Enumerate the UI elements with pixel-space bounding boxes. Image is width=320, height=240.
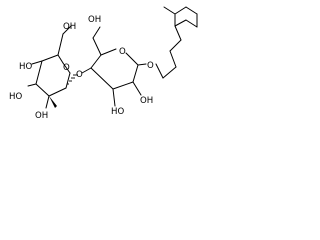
bond — [90, 54, 102, 69]
label-oh-top-left: OH — [63, 22, 76, 32]
label-ring-o-left: O — [63, 63, 70, 73]
bond — [169, 50, 177, 68]
label-anomeric-o: O — [147, 61, 154, 71]
molecule-diagram: OH HO HO OH O O OH O O OH HO — [9, 6, 198, 121]
right-sugar-ring — [90, 26, 147, 107]
bond — [90, 67, 114, 90]
left-sugar-ring — [27, 25, 78, 109]
label-ho-bottom-middle: HO — [111, 107, 124, 117]
bond — [65, 72, 71, 89]
wedge-bond — [49, 96, 57, 108]
bond — [132, 81, 142, 96]
bond — [169, 39, 182, 52]
label-ho-left: HO — [19, 62, 32, 72]
bond — [174, 6, 187, 15]
bond — [100, 48, 117, 56]
bond — [92, 37, 102, 56]
label-ring-o-right: O — [119, 47, 126, 57]
label-oh-top-middle: OH — [88, 15, 101, 25]
bond — [81, 67, 92, 74]
bond — [155, 63, 164, 79]
label-ho-bottom-left: HO — [9, 92, 22, 102]
bond — [132, 64, 139, 83]
bond — [27, 83, 37, 87]
bond — [162, 66, 177, 79]
bond — [31, 60, 43, 65]
bond — [62, 25, 72, 35]
bond — [185, 19, 198, 28]
bond — [57, 54, 64, 64]
bond — [185, 6, 198, 15]
bond — [35, 60, 43, 85]
bond — [112, 88, 116, 107]
bond — [45, 95, 50, 109]
bond — [62, 62, 71, 74]
bond — [163, 6, 176, 15]
alkyl-chain — [155, 25, 182, 79]
bond — [112, 81, 134, 90]
bond — [35, 83, 50, 97]
bond — [41, 54, 59, 62]
label-oh-bottom-left: OH — [35, 111, 48, 121]
bond — [174, 25, 182, 41]
hashed-bond — [67, 74, 78, 85]
cyclohexyl-ring — [163, 6, 198, 28]
bond — [137, 63, 147, 66]
bond — [125, 52, 139, 66]
atom-labels: OH HO HO OH O O OH O O OH HO — [9, 15, 154, 121]
label-glycosidic-o: O — [76, 70, 83, 80]
label-oh-right: OH — [140, 96, 153, 106]
bond — [174, 19, 187, 27]
bond — [48, 87, 67, 97]
bond — [92, 26, 101, 39]
bond — [57, 33, 64, 56]
